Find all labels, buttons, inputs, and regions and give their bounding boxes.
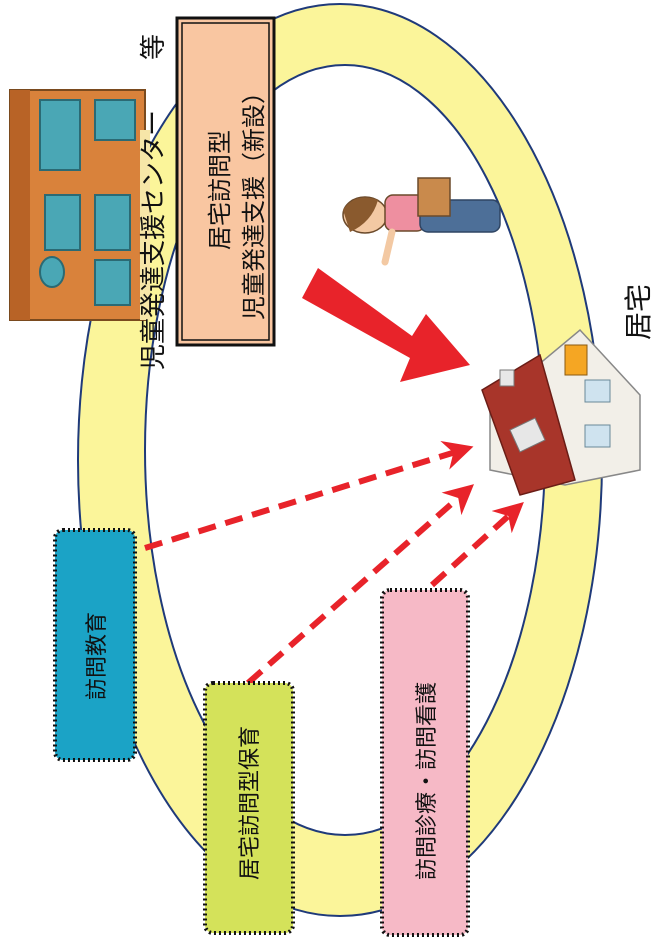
center-label: 児童発達支援センター <box>139 110 169 370</box>
service-box-line2: 児童発達支援（新設） <box>240 80 268 320</box>
service-box-line1: 居宅訪問型 <box>206 130 234 250</box>
nursery-box-label: 居宅訪問型保育 <box>238 726 263 880</box>
medical-box-label: 訪問診療・訪問看護 <box>415 682 440 880</box>
medical-box: 訪問診療・訪問看護 <box>380 588 470 937</box>
delivery-person-icon <box>342 177 501 266</box>
building-icon <box>9 89 150 321</box>
big-arrow-icon <box>302 268 470 382</box>
dashed-arrows <box>144 440 524 686</box>
education-box: 訪問教育 <box>53 528 137 762</box>
house-icon <box>481 328 641 496</box>
education-box-label: 訪問教育 <box>85 612 110 700</box>
arrow-medical <box>429 501 524 588</box>
arrow-nursery <box>246 484 475 686</box>
home-label: 居宅 <box>622 284 651 340</box>
nursery-box: 居宅訪問型保育 <box>203 681 295 935</box>
home-visit-service-box: 居宅訪問型 児童発達支援（新設） <box>175 16 276 347</box>
center-label-suffix: 等 <box>139 34 169 60</box>
